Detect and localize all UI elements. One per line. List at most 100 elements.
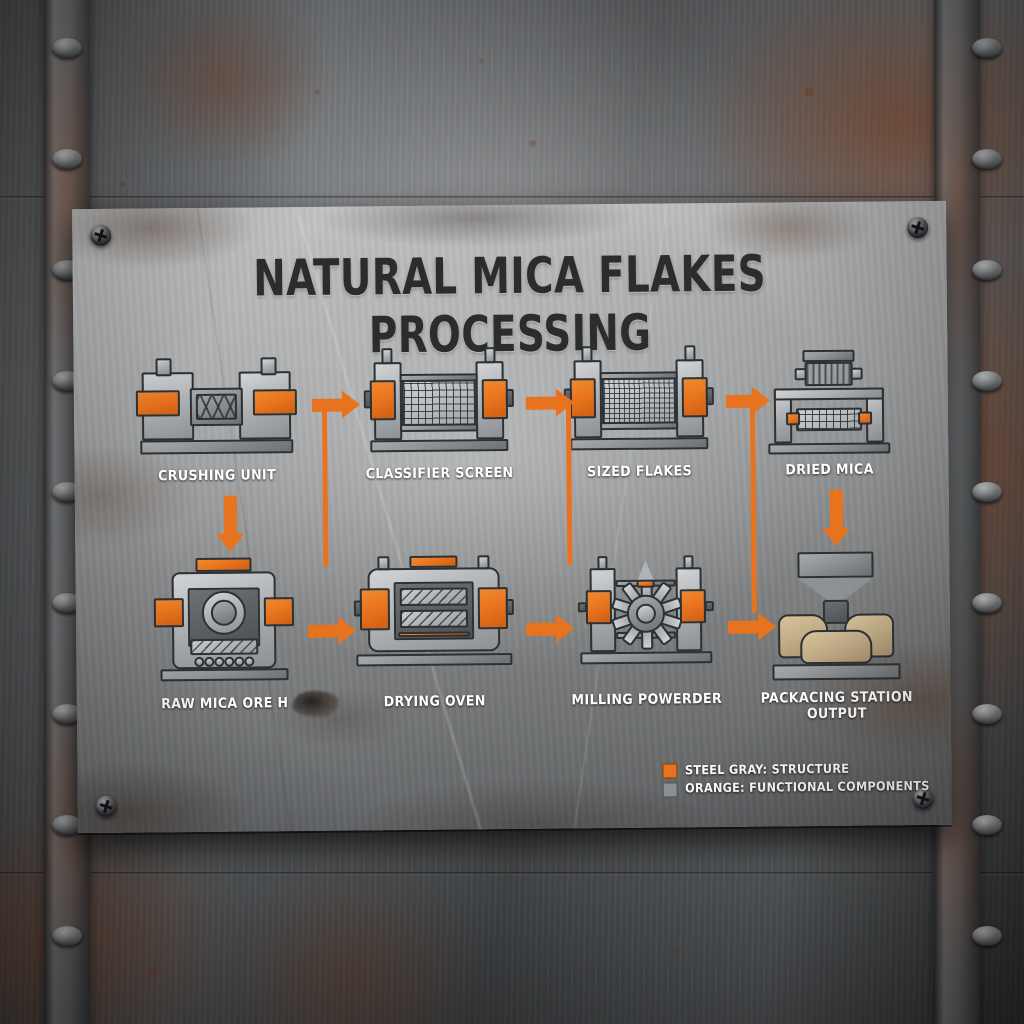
rivet-icon	[52, 593, 82, 613]
bolt-icon	[224, 656, 235, 667]
vent-right	[260, 357, 277, 376]
machine-base	[140, 439, 294, 455]
bearing-left	[577, 602, 587, 613]
process-step-milling-powderer[interactable]: MILLING POWERDER	[571, 553, 722, 708]
machine-base	[580, 651, 713, 665]
drying-oven-illustration	[353, 555, 514, 669]
process-step-sized-flakes[interactable]: SIZED FLAKES	[563, 345, 714, 480]
connector-line-dried-down	[749, 402, 757, 613]
rivet-icon	[52, 38, 82, 58]
step-label: DRYING OVEN	[384, 693, 486, 710]
stack-left	[581, 346, 593, 363]
stack-right	[484, 347, 496, 364]
step-label-line: DRYING OVEN	[383, 693, 486, 711]
packaging-station-illustration	[765, 551, 906, 682]
rotor-hub	[210, 599, 238, 626]
drum-upper	[399, 587, 468, 607]
mesh-rail-bottom	[400, 423, 479, 433]
rivet-icon	[52, 926, 82, 946]
orange-panel-right	[252, 389, 298, 416]
arrow-right-icon	[337, 616, 357, 645]
motor-body	[804, 361, 853, 387]
step-label: CLASSIFIER SCREEN	[366, 465, 514, 483]
rivet-icon	[972, 593, 1002, 613]
rivet-icon	[972, 704, 1002, 724]
arrow-right-icon	[555, 388, 575, 417]
rivet-icon	[52, 815, 82, 835]
rivet-icon	[972, 260, 1002, 280]
stack-right	[683, 555, 694, 570]
motor-flange-left	[794, 368, 807, 381]
pallet	[772, 663, 901, 681]
rivet-icon	[972, 482, 1002, 502]
arrow-right-icon	[341, 390, 361, 419]
wall-seam-top	[0, 196, 1024, 199]
legend-swatch-gray	[663, 782, 679, 798]
orange-panel-left	[786, 412, 801, 426]
feed-cone	[636, 559, 655, 582]
step-label-line: CRUSHING UNIT	[158, 467, 277, 485]
step-label: DRIED MICA	[785, 462, 874, 479]
arrow-right-icon	[728, 620, 759, 634]
step-label-line: MILLING POWERDER	[571, 690, 723, 709]
oven-vent	[409, 555, 458, 568]
orange-panel-right	[681, 377, 709, 418]
bolt-icon	[194, 656, 205, 668]
orange-panel-right	[263, 597, 295, 627]
mesh-rail-top	[399, 373, 478, 383]
step-label: CRUSHING UNIT	[158, 467, 276, 484]
step-label-line: OUTPUT	[806, 705, 867, 723]
screw-rotor	[195, 393, 238, 421]
orange-panel-left	[153, 598, 185, 628]
sign-plate: NATURAL MICA FLAKES PROCESSING CRUSHING …	[72, 200, 952, 834]
rivet-icon	[52, 704, 82, 724]
arrow-right-icon	[757, 612, 777, 641]
stack-left	[381, 348, 393, 365]
crushing-unit-illustration	[133, 355, 299, 457]
step-label: SIZED FLAKES	[587, 463, 692, 480]
motor-flange-right	[850, 367, 863, 380]
legend-text: STEEL GRAY: STRUCTURE ORANGE: FUNCTIONAL…	[685, 759, 930, 798]
rivet-icon	[972, 926, 1002, 946]
motor-hopper	[802, 349, 855, 363]
orange-panel-right	[679, 589, 707, 624]
step-label: MILLING POWERDER	[571, 691, 722, 709]
rotor-center	[635, 603, 657, 624]
bearing-right	[704, 601, 714, 612]
process-step-dried-mica[interactable]: DRIED MICA	[763, 349, 894, 478]
step-label: RAW MICA ORE H	[161, 695, 288, 712]
arrow-right-icon	[308, 624, 339, 638]
orange-panel-left	[359, 588, 391, 631]
cone-collar	[636, 579, 655, 588]
process-step-crushing-unit[interactable]: CRUSHING UNIT	[133, 355, 299, 484]
step-label-line: SIZED FLAKES	[587, 463, 693, 481]
discharge-grate	[190, 638, 259, 656]
arrow-down-icon	[829, 489, 844, 528]
machine-base	[370, 439, 509, 453]
rivet-icon	[972, 815, 1002, 835]
screen-mesh	[601, 377, 677, 427]
raw-mica-ore-illustration	[153, 557, 295, 683]
mesh-rail-top	[599, 371, 678, 381]
arrow-right-icon	[525, 396, 556, 410]
bearing-right	[705, 387, 714, 406]
rivet-icon	[52, 149, 82, 169]
legend-row-steel-gray: STEEL GRAY: STRUCTURE	[684, 760, 850, 778]
orange-panel-right	[477, 587, 509, 630]
process-step-classifier-screen[interactable]: CLASSIFIER SCREEN	[363, 347, 514, 482]
machine-base	[570, 437, 709, 451]
legend-swatches	[662, 761, 679, 798]
screen-mesh	[401, 379, 477, 429]
mesh-rail-bottom	[600, 421, 679, 431]
process-flow-diagram: CRUSHING UNIT CLASSIFIER SCREEN SIZED FLAK…	[72, 201, 952, 833]
process-step-raw-mica-ore[interactable]: RAW MICA ORE H	[153, 557, 295, 712]
machine-base	[160, 668, 289, 682]
process-step-drying-oven[interactable]: DRYING OVEN	[353, 555, 514, 710]
drying-mesh	[795, 407, 863, 432]
hopper-box	[797, 551, 874, 579]
dried-mica-illustration	[763, 349, 894, 455]
step-label-line: PACKACING STATION	[760, 689, 913, 707]
